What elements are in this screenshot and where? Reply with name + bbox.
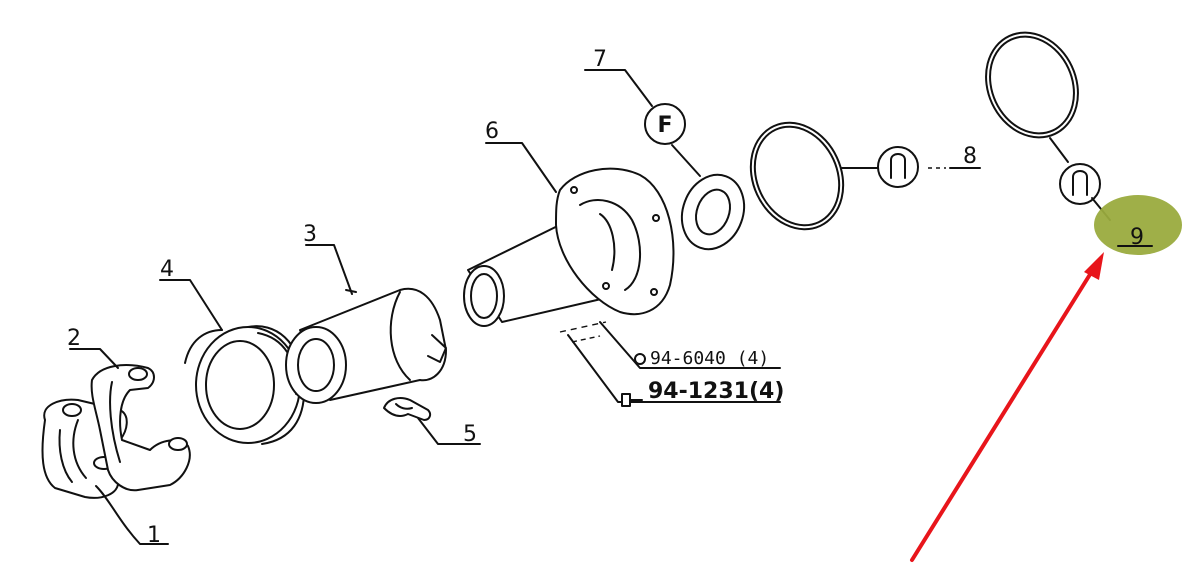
callout-3-label: 3 (303, 222, 317, 247)
part-7-seal: F (584, 69, 746, 251)
callout-6-label: 6 (485, 119, 499, 144)
callout-2-label: 2 (67, 326, 81, 351)
part-5-clip (383, 397, 481, 445)
callout-9-label: 9 (1130, 225, 1144, 250)
screw-icon (621, 393, 631, 407)
screw-part-number: 94-1231(4) (648, 379, 784, 404)
callout-4-label: 4 (160, 257, 174, 282)
part-9-o-ring (985, 31, 1111, 221)
callout-8-label: 8 (963, 144, 977, 169)
part-4-ring (159, 279, 306, 445)
hardware-leaders (567, 321, 781, 407)
o-ring-symbol-icon (890, 153, 906, 179)
callout-7-label: 7 (593, 47, 607, 72)
part-6-flanged-shaft (463, 142, 675, 343)
o-ring-symbol-icon (1072, 170, 1088, 196)
callout-5-label: 5 (463, 422, 477, 447)
part-2-clamp-half (69, 348, 191, 492)
nut-part-number: 94-6040 (4) (650, 348, 769, 369)
callout-9-highlight (1094, 195, 1182, 255)
callout-1-label: 1 (147, 523, 161, 548)
part-8-o-ring (749, 121, 981, 231)
part-3-sleeve (285, 244, 447, 404)
nut-icon (634, 353, 646, 365)
flat-seal-symbol-icon: F (657, 113, 672, 138)
red-arrow-pointer (910, 252, 1104, 562)
